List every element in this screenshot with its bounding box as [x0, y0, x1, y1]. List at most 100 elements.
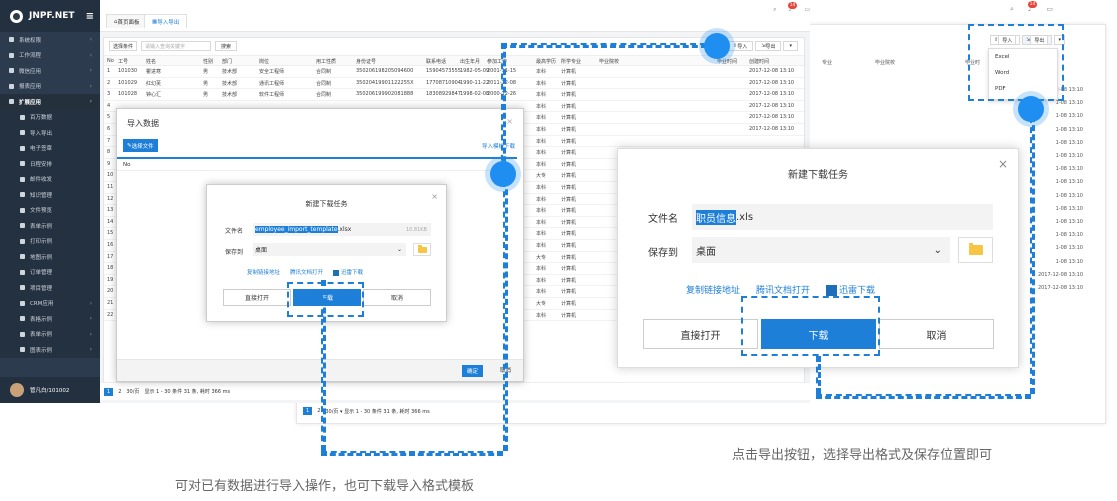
- filter-bar: 选择条件 请输入查询关键字 搜索: [109, 41, 238, 51]
- sidebar-item[interactable]: 扩展应用›: [0, 94, 100, 110]
- sidebar-subitem[interactable]: 项目管理: [0, 280, 100, 296]
- sidebar-item[interactable]: 系统权限›: [0, 32, 100, 48]
- column-header[interactable]: 创建时间: [749, 59, 770, 65]
- menu-toggle-icon[interactable]: ≡: [85, 10, 94, 22]
- column-header[interactable]: 身份证号: [356, 59, 377, 65]
- download-button[interactable]: 下载: [761, 319, 876, 349]
- sidebar-subitem[interactable]: 表格示例›: [0, 311, 100, 327]
- tab-home[interactable]: ⌂ 首页面板: [106, 14, 148, 28]
- export-button-right[interactable]: ⇲ 导出: [1022, 35, 1053, 45]
- save-location-select[interactable]: 桌面⌄: [692, 237, 950, 263]
- close-icon[interactable]: ×: [997, 157, 1008, 171]
- cancel-button[interactable]: 取消: [363, 289, 431, 306]
- close-icon[interactable]: ×: [506, 117, 513, 126]
- sidebar-subitem[interactable]: 电子签章: [0, 140, 100, 156]
- sidebar-subitem[interactable]: 邮件收发: [0, 171, 100, 187]
- table-cell: 男: [203, 92, 209, 99]
- sidebar-subitem[interactable]: 日程安排: [0, 156, 100, 172]
- tencent-docs-link[interactable]: 腾讯文档打开: [290, 270, 324, 276]
- page-size-select[interactable]: 30/页: [126, 389, 140, 395]
- row-number: 14: [107, 218, 114, 225]
- export-button[interactable]: ⇲ 导出: [755, 41, 782, 51]
- copy-link[interactable]: 复制链接地址: [247, 270, 281, 276]
- page-1[interactable]: 1: [104, 387, 114, 396]
- chat-icon[interactable]: ▭: [804, 6, 810, 13]
- folder-button[interactable]: [958, 237, 993, 263]
- condition-select[interactable]: 选择条件: [109, 41, 138, 51]
- sidebar-item[interactable]: 报表应用›: [0, 79, 100, 95]
- chevron-right-icon: ›: [89, 346, 92, 354]
- sidebar-subitem[interactable]: 表单示例: [0, 218, 100, 234]
- import-button[interactable]: ⇪ 导入: [727, 41, 754, 51]
- import-button-right[interactable]: ⇪ 导入: [990, 35, 1021, 45]
- more-icon[interactable]: ▾: [783, 41, 798, 51]
- thunder-link[interactable]: 迅雷下载: [826, 283, 875, 296]
- more-dropdown-icon[interactable]: ▾: [1054, 35, 1065, 45]
- search-icon[interactable]: ⌕: [773, 6, 777, 13]
- table-cell: 钟心汇: [146, 92, 162, 99]
- open-directly-button[interactable]: 直接打开: [223, 289, 291, 306]
- column-header[interactable]: 岗位: [259, 59, 270, 65]
- folder-button[interactable]: [413, 243, 431, 256]
- bell-icon[interactable]: ♪14: [787, 2, 798, 13]
- page-2[interactable]: 2: [118, 388, 122, 395]
- chat-icon[interactable]: ▭: [1046, 5, 1054, 13]
- column-header[interactable]: 出生年月: [460, 59, 481, 65]
- save-location-select[interactable]: 桌面⌄: [253, 243, 406, 256]
- column-header[interactable]: 工号: [118, 59, 129, 65]
- sidebar-item[interactable]: 微信应用›: [0, 63, 100, 79]
- export-excel[interactable]: Excel: [995, 54, 1010, 60]
- open-directly-button[interactable]: 直接打开: [643, 319, 758, 349]
- back-page-2[interactable]: 2: [317, 408, 321, 414]
- column-header[interactable]: No: [107, 58, 114, 64]
- column-header[interactable]: 参加工作: [487, 59, 508, 65]
- search-input[interactable]: 请输入查询关键字: [141, 41, 212, 51]
- sidebar-subitem[interactable]: 百万数据: [0, 109, 100, 125]
- cancel-button[interactable]: 取消: [879, 319, 994, 349]
- filename-field[interactable]: 职员信息.xls: [692, 204, 993, 230]
- sidebar-subitem[interactable]: 图表示例›: [0, 342, 100, 358]
- user-profile[interactable]: 管凡白/101002: [0, 377, 100, 403]
- filename-field[interactable]: employee_import_template.xlsx 10.81KB: [253, 223, 431, 236]
- column-header[interactable]: 性别: [203, 59, 214, 65]
- ok-button[interactable]: 确定: [461, 365, 483, 377]
- export-pdf[interactable]: PDF: [995, 86, 1006, 92]
- search-button[interactable]: 搜索: [215, 41, 238, 51]
- sidebar-subitem[interactable]: 订单管理: [0, 264, 100, 280]
- close-icon[interactable]: ×: [431, 192, 438, 201]
- select-file-button[interactable]: ✎ 选择文件: [123, 139, 158, 152]
- header-major: 专业: [822, 60, 833, 66]
- export-word[interactable]: Word: [995, 70, 1010, 76]
- sidebar-subitem[interactable]: 打印示例: [0, 233, 100, 249]
- tencent-docs-link[interactable]: 腾讯文档打开: [756, 286, 811, 296]
- column-header[interactable]: 部门: [222, 59, 233, 65]
- created-time: 1-08 13:10: [1055, 179, 1083, 186]
- sidebar-subitem[interactable]: 表单示例›: [0, 326, 100, 342]
- sidebar-subitem[interactable]: 导入导出: [0, 125, 100, 141]
- column-header[interactable]: 用工性质: [316, 59, 337, 65]
- column-header[interactable]: 所学专业: [561, 59, 582, 65]
- search-icon[interactable]: ⌕: [1010, 5, 1014, 13]
- download-links: 复制链接地址 腾讯文档打开 迅雷下载: [686, 283, 875, 296]
- copy-link[interactable]: 复制链接地址: [686, 286, 741, 296]
- tab-import-export[interactable]: ▦ 导入导出: [144, 14, 188, 28]
- sidebar-subitem[interactable]: 知识管理: [0, 187, 100, 203]
- table-cell: 15904573555: [426, 68, 461, 74]
- column-header[interactable]: 姓名: [146, 59, 157, 65]
- sidebar-item[interactable]: 工作流程›: [0, 48, 100, 64]
- column-header[interactable]: 联系电话: [426, 59, 447, 65]
- download-button[interactable]: 下载: [293, 289, 361, 306]
- thunder-link[interactable]: 迅雷下载: [333, 268, 363, 276]
- column-header[interactable]: 最高学历: [536, 59, 557, 65]
- column-header[interactable]: 毕业时间: [717, 59, 738, 65]
- sidebar-subitem[interactable]: 文件预览: [0, 202, 100, 218]
- sidebar-subitem[interactable]: CRM应用›: [0, 295, 100, 311]
- bell-icon[interactable]: ♪14: [1027, 1, 1038, 13]
- back-page-1[interactable]: 1: [303, 407, 313, 415]
- column-header[interactable]: 毕业院校: [599, 59, 620, 65]
- template-download-link[interactable]: 导入模板下载: [481, 144, 515, 150]
- sidebar-subitem[interactable]: 地图示例: [0, 249, 100, 265]
